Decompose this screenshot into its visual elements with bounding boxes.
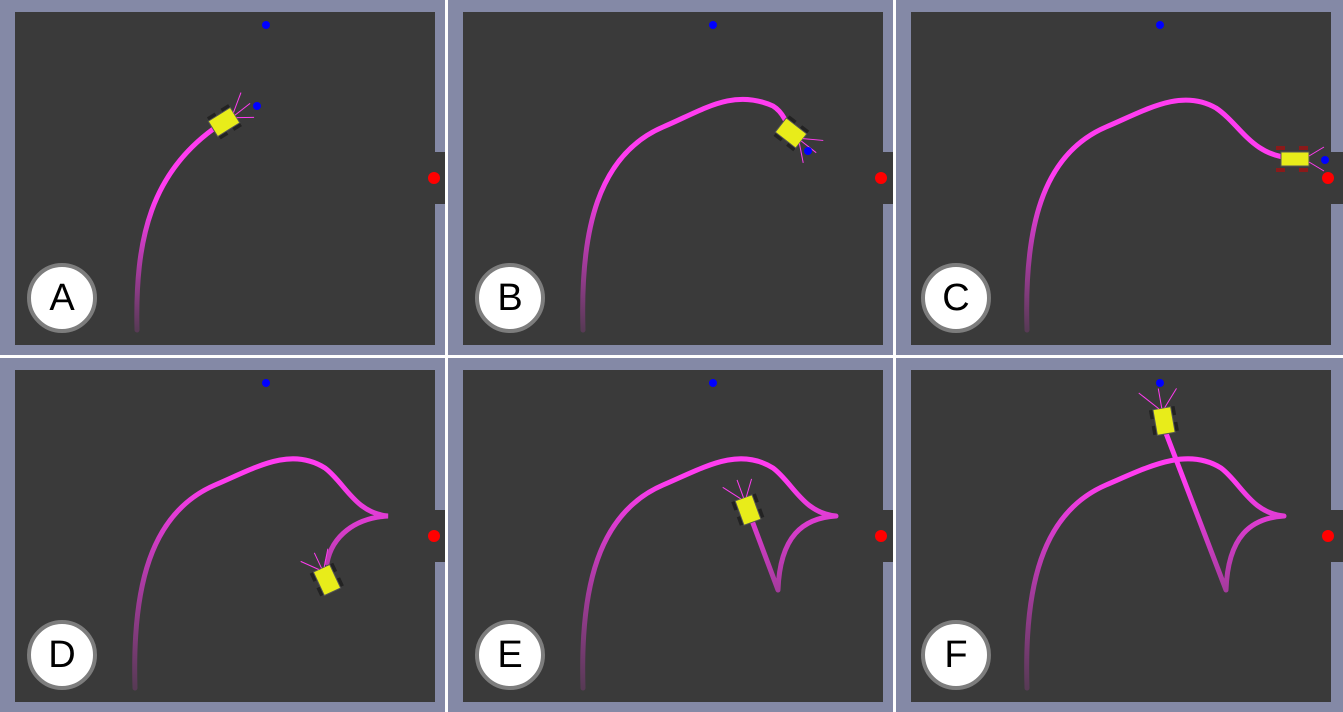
- trajectory: [580, 96, 793, 333]
- waypoint-marker: [1156, 21, 1164, 29]
- goal-marker: [875, 530, 887, 542]
- goal-marker: [428, 172, 440, 184]
- robot: [300, 548, 344, 597]
- panel-label: A: [27, 263, 97, 333]
- panel-label: E: [475, 620, 545, 690]
- robot: [206, 92, 255, 140]
- panel-label: C: [921, 263, 991, 333]
- exit-gap: [882, 152, 893, 204]
- waypoint-marker: [262, 379, 270, 387]
- panel-e: E: [448, 358, 893, 712]
- goal-marker: [1322, 172, 1334, 184]
- panel-label: D: [27, 620, 97, 690]
- panel-f: F: [896, 358, 1343, 712]
- robot: [1138, 388, 1179, 436]
- panel-a: A: [0, 0, 445, 355]
- arena: [448, 0, 893, 355]
- waypoint-marker: [253, 102, 261, 110]
- robot: [773, 115, 824, 163]
- trajectory: [1024, 425, 1287, 691]
- exit-gap: [1330, 152, 1343, 204]
- robot: [1276, 146, 1325, 172]
- exit-gap: [882, 510, 893, 562]
- panel-d: D: [0, 358, 445, 712]
- panel-label: B: [475, 263, 545, 333]
- panel-b: B: [448, 0, 893, 355]
- arena: [896, 358, 1343, 712]
- waypoint-marker: [1156, 379, 1164, 387]
- goal-marker: [1322, 530, 1334, 542]
- trajectory: [134, 120, 225, 333]
- exit-gap: [1330, 510, 1343, 562]
- trajectory: [580, 456, 839, 691]
- robot: [722, 478, 765, 526]
- goal-marker: [428, 530, 440, 542]
- trajectory: [132, 456, 389, 691]
- goal-marker: [875, 172, 887, 184]
- waypoint-marker: [709, 379, 717, 387]
- panel-c: C: [896, 0, 1343, 355]
- waypoint-marker: [804, 147, 812, 155]
- waypoint-marker: [262, 21, 270, 29]
- waypoint-marker: [1321, 156, 1329, 164]
- arena: [896, 0, 1343, 355]
- trajectory: [1024, 97, 1294, 333]
- waypoint-marker: [709, 21, 717, 29]
- panel-label: F: [921, 620, 991, 690]
